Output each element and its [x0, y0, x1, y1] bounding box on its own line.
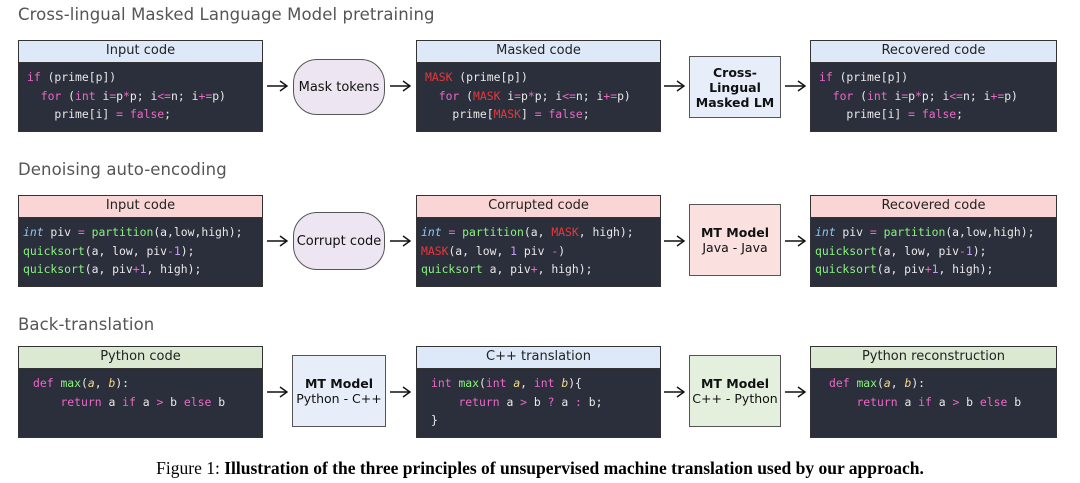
code-block: def max(a, b): return a if a > b else b: [829, 376, 1022, 409]
section-title-denoising: Denoising auto-encoding: [18, 160, 227, 179]
panel-header: Python reconstruction: [811, 347, 1056, 369]
python-code-panel: Python code def max(a, b): return a if a…: [18, 346, 263, 438]
arrow-icon: [390, 386, 412, 398]
model-title: Cross-Lingual: [709, 64, 761, 95]
corrupt-code-step: Corrupt code: [293, 212, 385, 270]
section-title-mlm: Cross-lingual Masked Language Model pret…: [18, 5, 435, 24]
panel-header: Input code: [19, 41, 262, 63]
mt-model-python-cpp-box: MT Model Python - C++: [292, 355, 386, 427]
panel-header: Recovered code: [811, 41, 1056, 63]
cross-lingual-masked-lm-box: Cross-Lingual Masked LM: [689, 56, 781, 118]
figure-caption: Figure 1: Illustration of the three prin…: [0, 458, 1080, 479]
caption-prefix: Figure 1:: [156, 458, 225, 478]
mt-model-cpp-python-box: MT Model C++ - Python: [689, 355, 781, 427]
model-subtitle: Python - C++: [296, 391, 382, 406]
arrow-icon: [785, 235, 807, 247]
mt-model-java-java-box: MT Model Java - Java: [689, 204, 781, 276]
panel-header: Masked code: [417, 41, 660, 63]
section-title-backtranslation: Back-translation: [18, 315, 155, 334]
arrow-icon: [267, 80, 289, 92]
code-block: MASK (prime[p]) for (MASK i=p*p; i<=n; i…: [425, 70, 631, 121]
panel-header: Recovered code: [811, 196, 1056, 218]
arrow-icon: [785, 80, 807, 92]
code-block: if (prime[p]) for (int i=p*p; i<=n; i+=p…: [819, 70, 1018, 121]
code-block: int max(int a, int b){ return a > b ? a …: [431, 376, 603, 427]
caption-text: Illustration of the three principles of …: [224, 458, 924, 478]
model-title: MT Model: [700, 225, 770, 240]
arrow-icon: [664, 235, 686, 247]
recovered-code-panel: Recovered code int piv = partition(a,low…: [810, 195, 1057, 287]
masked-code-panel: Masked code MASK (prime[p]) for (MASK i=…: [416, 40, 661, 132]
mask-tokens-step: Mask tokens: [293, 59, 385, 115]
panel-header: Python code: [19, 347, 262, 369]
arrow-icon: [664, 386, 686, 398]
arrow-icon: [785, 386, 807, 398]
cpp-translation-panel: C++ translation int max(int a, int b){ r…: [416, 346, 661, 438]
panel-header: C++ translation: [417, 347, 660, 369]
recovered-code-panel: Recovered code if (prime[p]) for (int i=…: [810, 40, 1057, 132]
model-subtitle: Java - Java: [702, 240, 768, 255]
arrow-icon: [664, 80, 686, 92]
code-block: int piv = partition(a,low,high); quickso…: [815, 225, 1035, 276]
code-block: int piv = partition(a,low,high); quickso…: [23, 225, 243, 276]
input-code-panel: Input code int piv = partition(a,low,hig…: [18, 195, 263, 287]
model-title: MT Model: [700, 376, 770, 391]
model-title: Masked LM: [695, 94, 775, 110]
python-reconstruction-panel: Python reconstruction def max(a, b): ret…: [810, 346, 1057, 438]
code-block: def max(a, b): return a if a > b else b: [33, 376, 226, 409]
panel-header: Input code: [19, 196, 262, 218]
arrow-icon: [267, 386, 289, 398]
code-block: if (prime[p]) for (int i=p*p; i<=n; i+=p…: [27, 70, 226, 121]
corrupted-code-panel: Corrupted code int = partition(a, MASK, …: [416, 195, 661, 287]
arrow-icon: [267, 235, 289, 247]
arrow-icon: [390, 80, 412, 92]
model-title: MT Model: [304, 376, 374, 391]
code-block: int = partition(a, MASK, high); MASK(a, …: [421, 225, 634, 276]
panel-header: Corrupted code: [417, 196, 660, 218]
model-subtitle: C++ - Python: [692, 391, 778, 406]
input-code-panel: Input code if (prime[p]) for (int i=p*p;…: [18, 40, 263, 132]
arrow-icon: [390, 235, 412, 247]
